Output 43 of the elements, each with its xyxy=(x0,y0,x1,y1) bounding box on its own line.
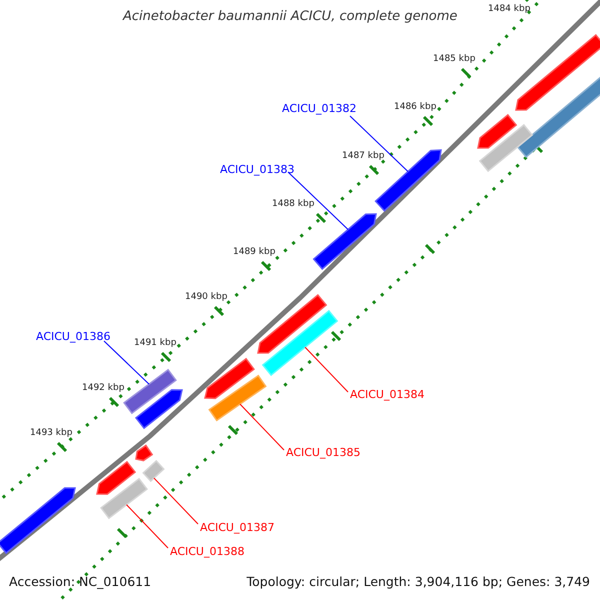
leader-line xyxy=(104,340,150,385)
gene-block xyxy=(204,358,255,400)
gene-label: ACICU_01388 xyxy=(170,545,244,558)
gene-label: ACICU_01384 xyxy=(350,388,424,402)
gene-block xyxy=(135,444,154,462)
gene-bar xyxy=(516,76,600,158)
scale-label: 1488 kbp xyxy=(272,199,314,210)
gene-block xyxy=(515,34,600,111)
gene-bar xyxy=(262,310,338,376)
scale-label: 1485 kbp xyxy=(433,54,476,65)
gene-bar xyxy=(208,374,267,422)
gene-label: ACICU_01382 xyxy=(282,102,356,116)
title: Acinetobacter baumannii ACICU, complete genome xyxy=(123,9,458,25)
info-text: Accession: NC_010611 xyxy=(9,574,152,589)
leader-line xyxy=(304,346,348,392)
gene-block xyxy=(477,114,518,149)
leader-line xyxy=(288,172,349,230)
scale-label: 1491 kbp xyxy=(134,338,176,349)
scale-label: 1489 kbp xyxy=(233,247,276,258)
gene-bar xyxy=(123,368,177,414)
info-text: Topology: circular; Length: 3,904,116 bp; Genes: 3,749 xyxy=(246,574,590,589)
gene-bar xyxy=(142,460,165,482)
leader-line xyxy=(240,404,284,450)
scale-label: 1487 kbp xyxy=(342,151,384,162)
scale-label: 1486 kbp xyxy=(394,102,436,113)
gene-block xyxy=(257,294,328,354)
gene-label: ACICU_01387 xyxy=(200,521,274,534)
gene-bar xyxy=(478,124,534,172)
gene-bar xyxy=(100,478,148,520)
leader-line xyxy=(153,478,198,524)
gene-label: ACICU_01386 xyxy=(36,330,110,344)
gene-label: ACICU_01385 xyxy=(286,446,360,460)
gene-block xyxy=(134,389,183,430)
leader-line xyxy=(350,116,408,172)
gene-block xyxy=(96,460,136,495)
leader-line xyxy=(126,504,168,548)
scale-label: 1492 kbp xyxy=(82,383,124,394)
scale-label: 1484 kbp xyxy=(488,4,530,15)
gene-label: ACICU_01383 xyxy=(220,163,294,176)
gene-block xyxy=(0,487,76,554)
scale-label: 1490 kbp xyxy=(185,292,228,303)
gene-block xyxy=(312,213,377,270)
scale-label: 1493 kbp xyxy=(30,428,72,439)
